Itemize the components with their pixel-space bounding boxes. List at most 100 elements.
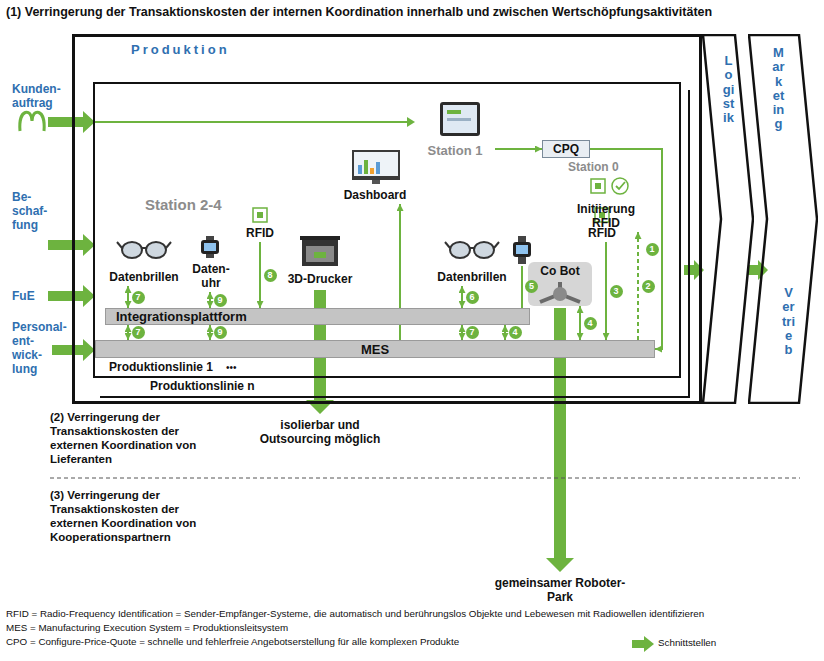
chart-bar <box>364 160 368 174</box>
node-label: Produktion <box>131 42 230 57</box>
connector <box>461 286 463 308</box>
glasses-arm <box>117 242 122 248</box>
monitor-screen <box>354 152 398 176</box>
effect-label-holder: (3) Verringerung der Transaktionskosten … <box>50 488 220 544</box>
callout-number-holder: 2 <box>642 280 655 293</box>
platform-bar: Integrationsplattform <box>105 308 530 325</box>
production-frame: ProduktionProduktionslinie n Produktionsl… <box>72 34 702 404</box>
glasses-node: Datenbrillen <box>432 234 512 286</box>
arrow-label: isolierbar und Outsourcing möglich <box>245 418 395 446</box>
monitor-icon <box>352 150 400 180</box>
chevron-outline <box>749 35 817 403</box>
effect-label-holder: (2) Verringerung der Transaktionskosten … <box>50 410 220 466</box>
customer-icon <box>20 112 44 131</box>
connector <box>504 325 506 340</box>
node-label-holder: Produktionslinie n <box>150 379 255 393</box>
glasses-icon <box>122 242 142 258</box>
callout-number: 8 <box>264 269 277 282</box>
node-label: Initiierung RFID <box>577 202 635 230</box>
tablet-content <box>447 110 461 114</box>
glasses-arm <box>445 242 450 248</box>
node-label: Marketing <box>772 46 785 132</box>
node-label-holder: Produktionslinie 1 <box>109 360 213 374</box>
node-label: Station 1 <box>428 143 483 158</box>
node-label-holder: Datenbrillen <box>109 270 178 284</box>
arrow-label: gemeinsamer Roboter-Park <box>490 576 630 604</box>
connector <box>461 325 463 340</box>
chevron: MarketingVertrieb <box>748 34 818 404</box>
node-label-holder: Logistik <box>722 54 735 125</box>
chart-bar <box>370 168 374 174</box>
node-label-holder: RFID <box>588 226 616 240</box>
callout-number-holder: 3 <box>610 285 623 298</box>
chevron: Logistik <box>702 34 754 404</box>
node-label-holder: CPQ <box>553 142 579 156</box>
station-label-holder: Station 2-4 <box>145 196 222 213</box>
chip-core <box>595 183 601 189</box>
callout-number: 2 <box>642 280 655 293</box>
callout-number: 6 <box>466 291 479 304</box>
input-label-holder: FuE <box>12 289 35 303</box>
connector <box>495 148 542 150</box>
callout-number: 9 <box>214 326 227 339</box>
effect-label: (2) Verringerung der Transaktionskosten … <box>50 410 220 466</box>
process-box: CPQ <box>542 140 590 158</box>
node-label: MES <box>361 342 389 357</box>
connector <box>127 286 129 308</box>
node-label: Dashboard <box>344 188 407 202</box>
glasses-arm <box>166 242 171 248</box>
callout-number-holder: 5 <box>525 280 538 293</box>
mes-bar: MES <box>95 340 655 358</box>
legend-arrow <box>632 636 654 652</box>
node-label-holder: MES <box>361 342 389 357</box>
check-icon <box>612 178 628 194</box>
node-label-holder: Station 1 <box>428 143 483 158</box>
chip-icon <box>253 208 267 222</box>
footnote: RFID = Radio-Frequency Identification = … <box>6 608 704 619</box>
footnote-holder: MES = Manufacturing Execution System = P… <box>6 622 288 633</box>
order-line <box>95 121 407 123</box>
node-label-holder: Marketing <box>772 46 785 132</box>
node-label-holder: Produktion <box>131 42 230 57</box>
callout-number-holder: 7 <box>466 326 479 339</box>
title: (1) Verringerung der Transaktionskosten … <box>6 5 712 19</box>
callout-number-holder: 7 <box>132 291 145 304</box>
tablet-icon <box>440 102 480 136</box>
arrow-label-holder: gemeinsamer Roboter-Park <box>490 576 630 604</box>
footnote-holder: RFID = Radio-Frequency Identification = … <box>6 608 704 619</box>
rfid-node: Initiierung RFID <box>562 176 650 232</box>
watch-icon <box>201 240 219 254</box>
station-label: Station 0 <box>568 160 619 174</box>
connector <box>127 325 129 340</box>
callout-number-holder: 6 <box>466 291 479 304</box>
chart-bar <box>376 162 380 174</box>
callout-number: 7 <box>132 326 145 339</box>
callout-number: 5 <box>525 280 538 293</box>
glasses-arm <box>494 242 499 248</box>
station-label-holder: Station 0 <box>568 160 619 174</box>
check-mark <box>616 182 625 189</box>
node-label-holder: Co Bot <box>540 264 579 278</box>
callout-number: 3 <box>610 285 623 298</box>
callout-number: 1 <box>646 243 659 256</box>
separator-line <box>50 478 800 479</box>
effect-label: (3) Verringerung der Transaktionskosten … <box>50 488 220 544</box>
order-arrowhead <box>407 117 415 127</box>
callout-number: 4 <box>509 326 522 339</box>
node-label: RFID <box>246 226 274 240</box>
glasses-node: Datenbrillen <box>104 234 184 286</box>
footnote-holder: CPO = Configure-Price-Quote = schnelle u… <box>6 636 459 647</box>
node-label: Logistik <box>722 54 735 125</box>
connector <box>605 242 607 340</box>
node-label: Datenbrillen <box>437 270 506 284</box>
glasses-bridge <box>470 247 474 249</box>
input-label-holder: Kunden- auftrag <box>12 82 61 110</box>
input-label: FuE <box>12 289 35 303</box>
watch-screen <box>516 245 528 254</box>
glasses-icon <box>450 242 470 258</box>
input-label: Personal- ent- wick- lung <box>12 320 67 376</box>
node-label-holder: Integrationsplattform <box>116 309 247 324</box>
callout-number-holder: 1 <box>646 243 659 256</box>
node-label: Co Bot <box>540 264 579 278</box>
printer-node: 3D-Drucker <box>280 234 360 288</box>
